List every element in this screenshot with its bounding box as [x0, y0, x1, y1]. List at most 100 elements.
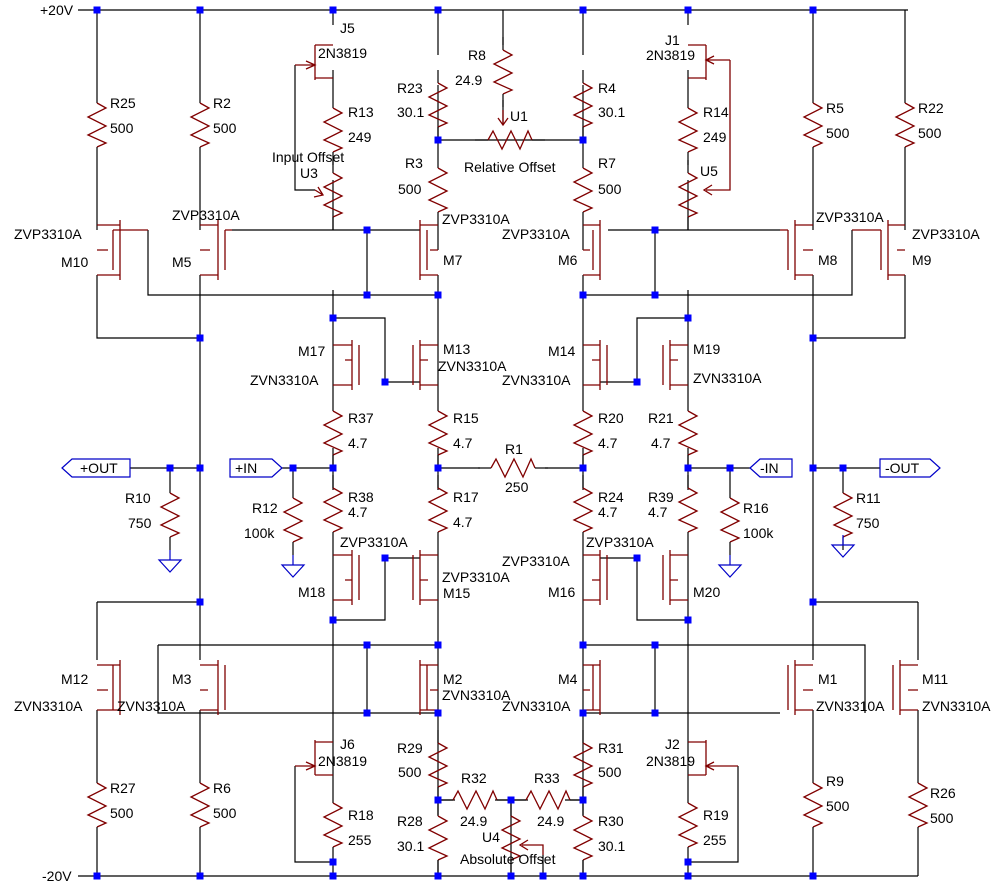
junction-dot	[434, 291, 442, 299]
r28-ref: R28	[397, 813, 423, 829]
junction-dot	[684, 872, 692, 880]
port-pos-in-label: +IN	[235, 460, 257, 476]
r13-value: 249	[348, 129, 372, 145]
r7-ref: R7	[598, 155, 616, 171]
j1-part: 2N3819	[646, 47, 695, 63]
r5-value: 500	[826, 125, 850, 141]
m15-ref: M15	[443, 585, 470, 601]
junction-dots	[93, 6, 847, 880]
junction-dot	[684, 464, 692, 472]
m5-part: ZVP3310A	[172, 207, 240, 223]
mosfet-m9	[852, 220, 905, 280]
r9-value: 500	[826, 798, 850, 814]
port-pos-out-label: +OUT	[80, 460, 118, 476]
r37-ref: R37	[348, 410, 374, 426]
m20-ref: M20	[693, 584, 720, 600]
junction-dot	[196, 598, 204, 606]
jfet-j5	[295, 44, 333, 80]
r26-ref: R26	[930, 785, 956, 801]
r17-value: 4.7	[453, 514, 473, 530]
resistor-r10	[160, 479, 180, 551]
r31-ref: R31	[598, 740, 624, 756]
m12-part: ZVN3310A	[14, 698, 83, 714]
r2-value: 500	[213, 120, 237, 136]
junction-dot	[651, 709, 659, 717]
port-pos-out[interactable]: +OUT	[61, 458, 131, 478]
mosfet-m14	[583, 340, 608, 390]
resistor-r33	[512, 790, 584, 810]
junction-dot	[579, 6, 587, 14]
r27-value: 500	[110, 805, 134, 821]
j5-ref: J5	[340, 20, 355, 36]
r32-ref: R32	[461, 770, 487, 786]
r2-ref: R2	[213, 95, 231, 111]
resistor-r18	[323, 789, 343, 861]
junction-dot	[726, 464, 734, 472]
mosfet-m18	[333, 550, 360, 605]
u5-ref: U5	[700, 163, 718, 179]
mosfet-m5	[200, 220, 232, 280]
m18-ref: M18	[298, 584, 325, 600]
ground-symbol	[281, 554, 305, 578]
rail-pos-label: +20V	[40, 2, 74, 18]
r32-value: 24.9	[460, 813, 487, 829]
resistor-r9	[803, 769, 823, 841]
r29-ref: R29	[397, 740, 423, 756]
r19-ref: R19	[703, 807, 729, 823]
resistor-r19	[678, 789, 698, 861]
junction-dot	[329, 6, 337, 14]
r8-ref: R8	[468, 47, 486, 63]
r13-ref: R13	[348, 104, 374, 120]
junction-dot	[579, 796, 587, 804]
rail-neg-label: -20V	[42, 868, 72, 884]
junction-dot	[166, 464, 174, 472]
r15-ref: R15	[453, 410, 479, 426]
r8-value: 24.9	[455, 72, 482, 88]
r21-value: 4.7	[651, 435, 671, 451]
r10-value: 750	[128, 515, 152, 531]
resistor-r5	[803, 89, 823, 161]
m2-ref: M2	[443, 671, 463, 687]
r24-value: 4.7	[598, 504, 618, 520]
junction-dot	[289, 464, 297, 472]
m19-part: ZVN3310A	[693, 370, 762, 386]
j2-ref: J2	[665, 736, 680, 752]
port-pos-in[interactable]: +IN	[229, 458, 283, 478]
r18-ref: R18	[348, 807, 374, 823]
junction-dot	[329, 872, 337, 880]
r20-value: 4.7	[598, 435, 618, 451]
r24-ref: R24	[598, 489, 624, 505]
junction-dot	[329, 858, 337, 866]
m13-ref: M13	[443, 341, 470, 357]
resistor-r32	[439, 790, 511, 810]
ground-symbol	[158, 549, 182, 573]
r33-ref: R33	[534, 770, 560, 786]
r22-value: 500	[918, 125, 942, 141]
junction-dot	[579, 464, 587, 472]
junction-dot	[684, 314, 692, 322]
m6-part: ZVP3310A	[502, 226, 570, 242]
junction-dot	[579, 291, 587, 299]
m3-ref: M3	[172, 671, 192, 687]
mosfet-m20	[662, 550, 688, 605]
resistor-r37	[323, 397, 343, 469]
m4-ref: M4	[558, 671, 578, 687]
mosfet-m15	[412, 550, 438, 605]
port-neg-out[interactable]: -OUT	[879, 458, 941, 478]
r11-ref: R11	[856, 490, 881, 506]
mosfet-m7	[419, 220, 438, 280]
r9-ref: R9	[826, 773, 844, 789]
junction-dot	[684, 6, 692, 14]
port-neg-in[interactable]: -IN	[749, 458, 793, 478]
junction-dot	[434, 872, 442, 880]
r38-value: 4.7	[348, 504, 368, 520]
j6-part: 2N3819	[318, 753, 367, 769]
junction-dot	[839, 464, 847, 472]
junction-dot	[196, 872, 204, 880]
r15-value: 4.7	[453, 435, 473, 451]
r14-ref: R14	[703, 104, 729, 120]
m17-ref: M17	[298, 343, 325, 359]
component-labels: R25 500 R2 500 R13 249 R8 24.9 R23 30.1 …	[14, 20, 991, 867]
junction-dot	[434, 464, 442, 472]
